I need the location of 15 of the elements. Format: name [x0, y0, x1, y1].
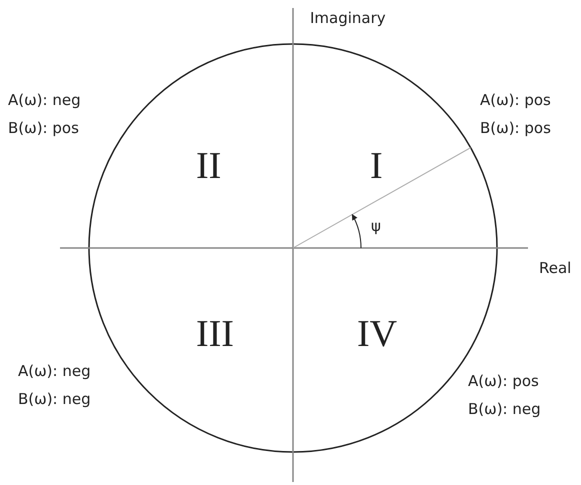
quadrant-number: IV — [357, 314, 398, 354]
sign-note: A(ω): pos — [468, 372, 539, 390]
axis-label: Imaginary — [310, 9, 386, 27]
quadrant-number: I — [370, 146, 383, 186]
angle-label: ψ — [371, 217, 381, 235]
sign-note: B(ω): neg — [18, 390, 91, 408]
sign-note: A(ω): neg — [8, 91, 81, 109]
sign-note: B(ω): pos — [8, 119, 79, 137]
sign-note: A(ω): pos — [480, 91, 551, 109]
axis-label: Real — [539, 259, 572, 277]
sign-note: A(ω): neg — [18, 362, 91, 380]
sign-note: B(ω): neg — [468, 400, 541, 418]
quadrant-number: III — [196, 314, 234, 354]
quadrant-number: II — [196, 146, 222, 186]
sign-note: B(ω): pos — [480, 119, 551, 137]
